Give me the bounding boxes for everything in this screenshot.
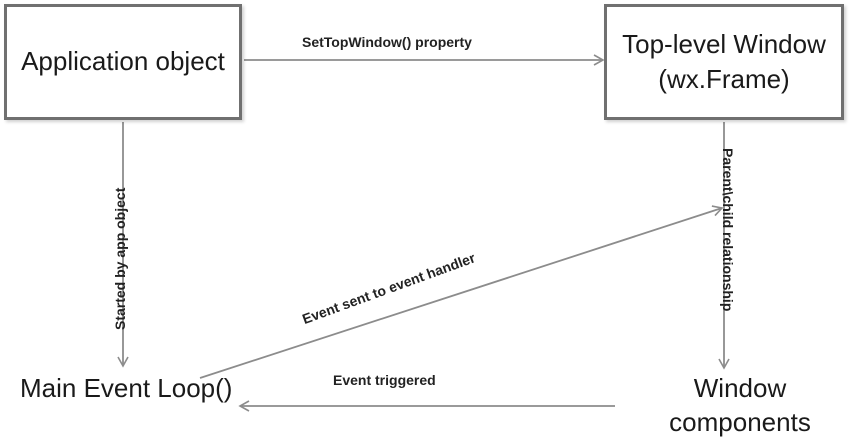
application-object-box: Application object [4, 4, 242, 120]
wx-frame-label: (wx.Frame) [658, 64, 790, 94]
window-components-label-line2: components [669, 406, 811, 437]
window-components-label-line1: Window [693, 373, 787, 403]
window-components-node: Window components [640, 372, 840, 440]
application-object-label: Application object [21, 46, 225, 77]
event-triggered-edge-label: Event triggered [333, 372, 436, 388]
top-level-window-label: Top-level Window [622, 28, 826, 59]
main-event-loop-label: Main Event Loop() [20, 373, 233, 403]
started-by-edge-label: Started by app object [112, 187, 128, 330]
top-level-window-box: Top-level Window (wx.Frame) [604, 4, 844, 120]
edge-event-sent [199, 205, 724, 379]
parent-child-edge-label: Parent\child relationship [720, 148, 736, 312]
main-event-loop-node: Main Event Loop() [20, 372, 232, 406]
settopwindow-edge-label: SetTopWindow() property [302, 34, 472, 50]
